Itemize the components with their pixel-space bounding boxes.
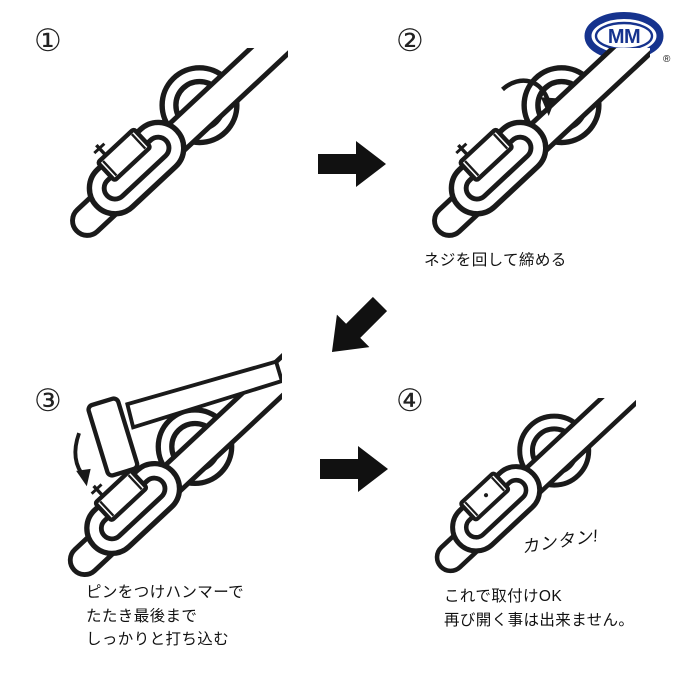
- hammer: [86, 359, 282, 478]
- step-2-number: ②: [396, 23, 424, 59]
- rotate-arrowhead-icon: [540, 97, 556, 116]
- caption-line: ピンをつけハンマーで: [86, 584, 245, 601]
- arrow-shape: [318, 141, 386, 187]
- registered-mark: ®: [663, 54, 671, 65]
- sleeve-ridge: [99, 500, 115, 517]
- hammer-head: [86, 396, 140, 478]
- step-4-illustration: [434, 398, 636, 574]
- arrow-down-left-icon: [331, 296, 388, 353]
- pin-head: [93, 142, 106, 155]
- arrow-right-2-icon: [320, 446, 388, 492]
- brand-logo: MM ®: [584, 12, 672, 66]
- quick-link: [448, 119, 549, 217]
- driven-pin-dot: [483, 493, 489, 498]
- arrow-shape: [320, 446, 388, 492]
- screw-sleeve: [93, 468, 149, 522]
- step-3-illustration: [67, 352, 282, 578]
- sleeve-ridge: [490, 476, 505, 492]
- step-1-number: ①: [34, 23, 62, 59]
- arrow-right-1-icon: [318, 141, 386, 187]
- arrow-shape: [331, 296, 388, 353]
- step-3-caption: ピンをつけハンマーで たたき最後まで しっかりと打ち込む: [86, 581, 244, 652]
- step-4-number: ④: [396, 383, 424, 419]
- step-3-number: ③: [34, 383, 62, 419]
- step-4-caption: これで取付けOK 再び開く事は出来ません。: [444, 585, 634, 632]
- screw-sleeve: [96, 127, 152, 182]
- pin: [92, 484, 104, 497]
- rotate-arrow-curve: [501, 78, 551, 104]
- screw-sleeve: [458, 127, 514, 182]
- sleeve-ridge: [492, 133, 509, 150]
- sleeve-ridge: [464, 160, 480, 177]
- logo-text: MM: [608, 26, 640, 48]
- hammer-handle: [125, 359, 282, 430]
- sleeve-ridge: [464, 501, 479, 517]
- caption-line: 再び開く事は出来ません。: [444, 611, 635, 629]
- caption-line: これで取付けOK: [444, 588, 563, 605]
- pin-head: [90, 483, 103, 495]
- caption-line: しっかりと打ち込む: [86, 631, 230, 649]
- pin: [95, 143, 107, 156]
- pin-head: [455, 142, 468, 155]
- quick-link: [86, 119, 187, 217]
- pin: [457, 143, 469, 156]
- strike-arrowhead-icon: [76, 468, 91, 487]
- chain-assembly: [67, 352, 282, 578]
- step-1-illustration: [70, 48, 288, 238]
- caption-line: ネジを回して締める: [424, 252, 567, 269]
- quick-link: [450, 464, 543, 554]
- caption-line: たたき最後まで: [86, 607, 198, 625]
- step-2-illustration: [432, 48, 650, 238]
- step-2-caption: ネジを回して締める: [424, 249, 567, 273]
- quick-link: [84, 460, 183, 557]
- sleeve-ridge: [127, 474, 143, 491]
- sleeve-ridge: [130, 133, 147, 150]
- brand-logo-graphic: MM ®: [584, 12, 671, 65]
- sleeve-ridge: [102, 160, 118, 177]
